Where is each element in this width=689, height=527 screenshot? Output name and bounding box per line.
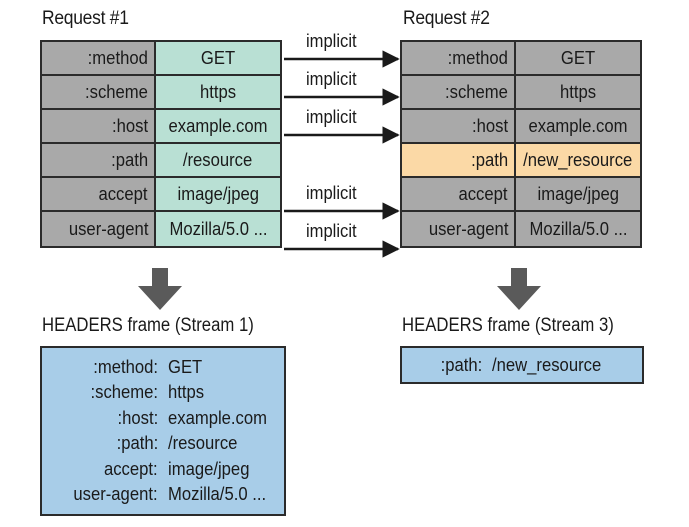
frame-key: :path: — [440, 353, 482, 375]
header-value: https — [559, 81, 597, 102]
header-key: user-agent — [68, 218, 148, 239]
frame-key: :scheme: — [90, 381, 158, 403]
header-value: image/jpeg — [537, 183, 619, 204]
header-key: :path — [470, 149, 508, 170]
request2-table: :method GET :scheme https :host example.com… — [400, 40, 642, 248]
header-key: :host — [471, 115, 508, 136]
implicit-label: implicit — [306, 31, 357, 51]
frame-value: image/jpeg — [168, 457, 250, 479]
frame-key: :host: — [117, 406, 158, 428]
down-arrow-stream1 — [138, 268, 182, 310]
header-key: accept — [458, 183, 508, 204]
header-value: example.com — [528, 115, 628, 136]
header-value: Mozilla/5.0 ... — [528, 218, 628, 239]
header-key: :scheme — [445, 81, 508, 102]
frame1-box: :method: GET :scheme: https :host: example.… — [40, 346, 286, 516]
frame-key: :method: — [93, 355, 158, 377]
frame-row: :host: example.com — [42, 405, 284, 431]
header-key: :method — [447, 47, 508, 68]
header-value: GET — [200, 47, 236, 68]
header-value: Mozilla/5.0 ... — [168, 218, 268, 239]
frame-value: /resource — [168, 432, 238, 454]
header-key: user-agent — [428, 218, 508, 239]
frame-value: example.com — [168, 406, 268, 428]
frame-key: user-agent: — [73, 483, 158, 505]
header-key: :path — [110, 149, 148, 170]
implicit-label: implicit — [306, 221, 357, 241]
implicit-label: implicit — [306, 183, 357, 203]
frame2-box: :path: /new_resource — [400, 346, 644, 384]
header-value: https — [199, 81, 237, 102]
frame-row: accept: image/jpeg — [42, 456, 284, 482]
header-key: :host — [111, 115, 148, 136]
frame-row: user-agent: Mozilla/5.0 ... — [42, 482, 284, 508]
frame-row: :path: /resource — [42, 431, 284, 457]
frame-value: https — [168, 381, 205, 403]
frame-row: :path: /new_resource — [402, 352, 642, 378]
down-arrow-stream3 — [497, 268, 541, 310]
header-value: /new_resource — [523, 149, 633, 170]
header-value: /resource — [183, 149, 253, 170]
frame-key: :path: — [116, 432, 158, 454]
frame-row: :scheme: https — [42, 380, 284, 406]
frame1-title: HEADERS frame (Stream 1) — [42, 315, 254, 336]
implicit-label: implicit — [306, 107, 357, 127]
frame-value: Mozilla/5.0 ... — [168, 483, 267, 505]
frame-key: accept: — [104, 457, 158, 479]
header-value: image/jpeg — [177, 183, 259, 204]
request1-title: Request #1 — [42, 8, 129, 29]
header-key: :scheme — [85, 81, 148, 102]
frame-value: /new_resource — [492, 353, 602, 375]
header-key: :method — [87, 47, 148, 68]
implicit-label: implicit — [306, 69, 357, 89]
frame-row: :method: GET — [42, 354, 284, 380]
header-value: example.com — [168, 115, 268, 136]
header-key: accept — [98, 183, 148, 204]
request1-table: :method GET :scheme https :host example.com… — [40, 40, 282, 248]
header-value: GET — [560, 47, 596, 68]
frame-value: GET — [168, 355, 203, 377]
frame2-title: HEADERS frame (Stream 3) — [402, 315, 614, 336]
request2-title: Request #2 — [403, 8, 490, 29]
